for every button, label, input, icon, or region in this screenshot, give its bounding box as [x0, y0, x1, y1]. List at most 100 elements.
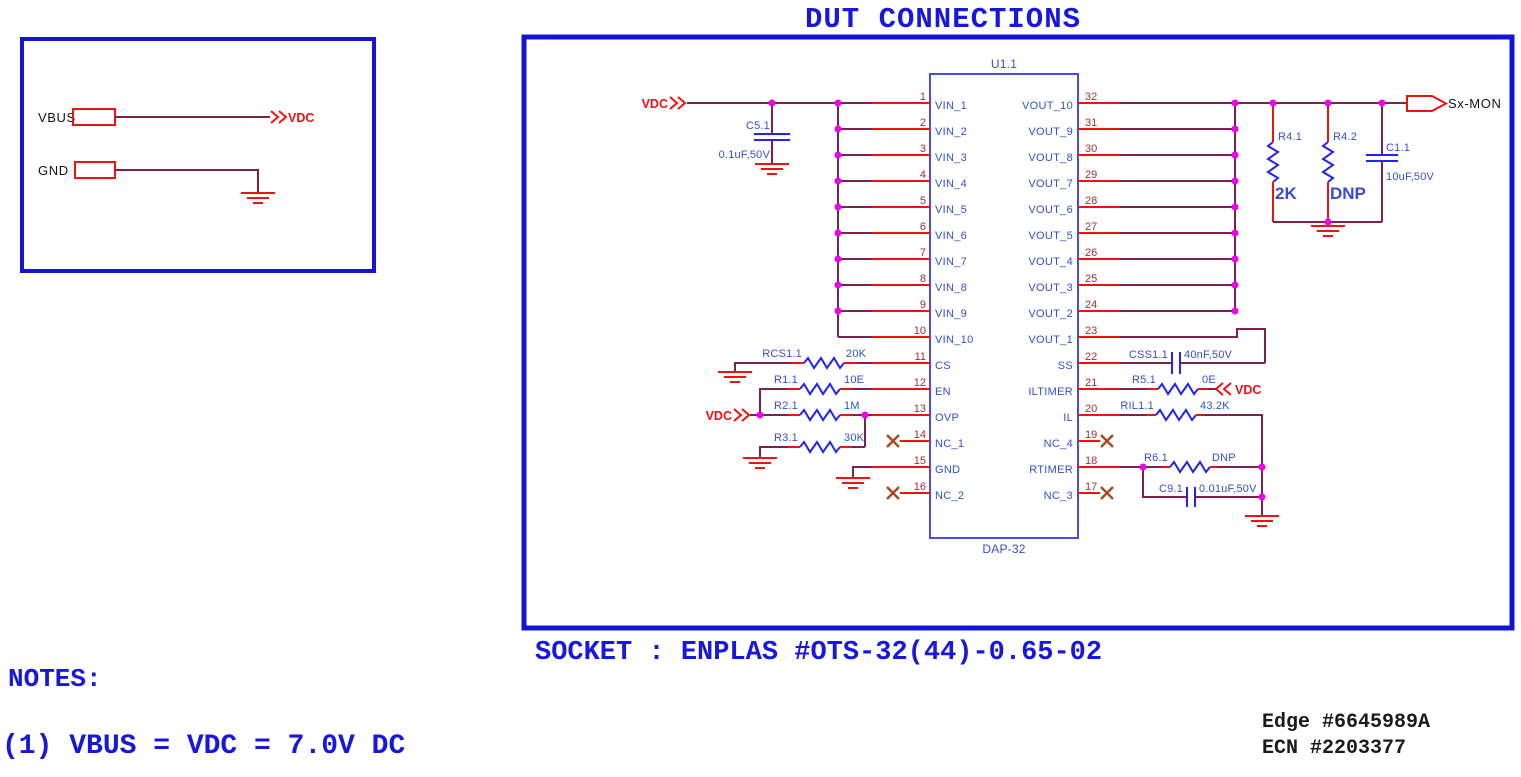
socket-note: SOCKET : ENPLAS #OTS-32(44)-0.65-02 — [535, 638, 1102, 668]
cap-lead — [1142, 467, 1187, 498]
svg-text:9: 9 — [920, 299, 926, 311]
gnd-wire — [115, 169, 259, 192]
gnd-pin15-net — [835, 466, 872, 489]
sx-mon-net-label: Sx-MON — [1448, 96, 1501, 111]
wire — [852, 466, 872, 478]
svg-text:18: 18 — [1085, 455, 1097, 467]
vdc-net-label: VDC — [706, 409, 732, 423]
wire — [734, 362, 791, 372]
vdc-net-label: VDC — [642, 97, 668, 111]
svg-text:VOUT_3: VOUT_3 — [1028, 282, 1073, 294]
svg-text:32: 32 — [1085, 91, 1097, 103]
resistor-r1-1: R1.1 10E — [759, 374, 872, 415]
svg-text:VIN_8: VIN_8 — [935, 282, 967, 294]
vdc-input-net: VDC — [642, 96, 872, 338]
svg-text:13: 13 — [914, 403, 926, 415]
svg-text:27: 27 — [1085, 221, 1097, 233]
component-ref: R2.1 — [774, 400, 798, 412]
port-arrow-icon — [1406, 95, 1449, 112]
svg-text:3: 3 — [920, 143, 926, 155]
svg-text:VIN_9: VIN_9 — [935, 308, 967, 320]
component-ref: C9.1 — [1159, 483, 1183, 495]
resistor-rcs1-1: RCS1.1 20K — [717, 348, 872, 383]
svg-text:GND: GND — [935, 464, 960, 476]
svg-text:26: 26 — [1085, 247, 1097, 259]
svg-text:10: 10 — [914, 325, 926, 337]
resistor-r4-2: R4.2 DNP — [1322, 103, 1366, 222]
vout1-elbow-wire — [1120, 328, 1266, 363]
svg-text:VOUT_8: VOUT_8 — [1028, 152, 1073, 164]
svg-text:30: 30 — [1085, 143, 1097, 155]
resistor-r5-1: VDC R5.1 0E — [1120, 374, 1261, 397]
svg-text:31: 31 — [1085, 117, 1097, 129]
resistor-r2-1: VDC R2.1 1M — [706, 400, 872, 447]
component-ref: RCS1.1 — [762, 348, 802, 360]
junction-dots — [756, 99, 1386, 501]
svg-text:21: 21 — [1085, 377, 1097, 389]
svg-text:OVP: OVP — [935, 412, 959, 424]
component-ref: R6.1 — [1144, 452, 1168, 464]
svg-text:22: 22 — [1085, 351, 1097, 363]
page-title: DUT CONNECTIONS — [805, 3, 1081, 36]
svg-text:VOUT_1: VOUT_1 — [1028, 334, 1073, 346]
svg-text:15: 15 — [914, 455, 926, 467]
svg-text:NC_2: NC_2 — [935, 490, 964, 502]
svg-text:28: 28 — [1085, 195, 1097, 207]
component-value: 0E — [1202, 374, 1216, 386]
component-ref: R1.1 — [774, 374, 798, 386]
capacitor-c9-1: C9.1 0.01uF,50V — [1142, 467, 1262, 507]
svg-text:23: 23 — [1085, 325, 1097, 337]
svg-text:RTIMER: RTIMER — [1029, 464, 1073, 476]
svg-text:CS: CS — [935, 360, 951, 372]
svg-text:17: 17 — [1085, 481, 1097, 493]
svg-text:NC_4: NC_4 — [1044, 438, 1073, 450]
svg-text:VOUT_6: VOUT_6 — [1028, 204, 1073, 216]
svg-text:29: 29 — [1085, 169, 1097, 181]
component-value: 30K — [844, 432, 865, 444]
notes-heading: NOTES: — [8, 664, 102, 694]
svg-text:VIN_10: VIN_10 — [935, 334, 974, 346]
svg-text:16: 16 — [914, 481, 926, 493]
svg-text:VOUT_2: VOUT_2 — [1028, 308, 1073, 320]
svg-text:2: 2 — [920, 117, 926, 129]
svg-text:VIN_7: VIN_7 — [935, 256, 967, 268]
component-value: 1M — [844, 400, 860, 412]
component-value: DNP — [1330, 184, 1366, 203]
svg-text:VIN_1: VIN_1 — [935, 100, 967, 112]
svg-text:VIN_3: VIN_3 — [935, 152, 967, 164]
svg-text:IL: IL — [1063, 412, 1073, 424]
edge-number: Edge #6645989A — [1262, 711, 1430, 734]
svg-text:SS: SS — [1058, 360, 1073, 372]
svg-text:19: 19 — [1085, 429, 1097, 441]
svg-text:VIN_6: VIN_6 — [935, 230, 967, 242]
component-ref: CSS1.1 — [1129, 349, 1168, 361]
svg-text:VIN_5: VIN_5 — [935, 204, 967, 216]
svg-text:VOUT_10: VOUT_10 — [1022, 100, 1073, 112]
component-ref: R5.1 — [1132, 374, 1156, 386]
input-connector-box: VBUS VDC GND — [20, 37, 376, 273]
component-value: 43.2K — [1200, 400, 1230, 412]
component-ref: R4.2 — [1333, 131, 1357, 143]
svg-text:VIN_4: VIN_4 — [935, 178, 967, 190]
ecn-number: ECN #2203377 — [1262, 737, 1406, 760]
component-value: 40nF,50V — [1184, 349, 1233, 361]
ic-package: DAP-32 — [982, 542, 1025, 556]
